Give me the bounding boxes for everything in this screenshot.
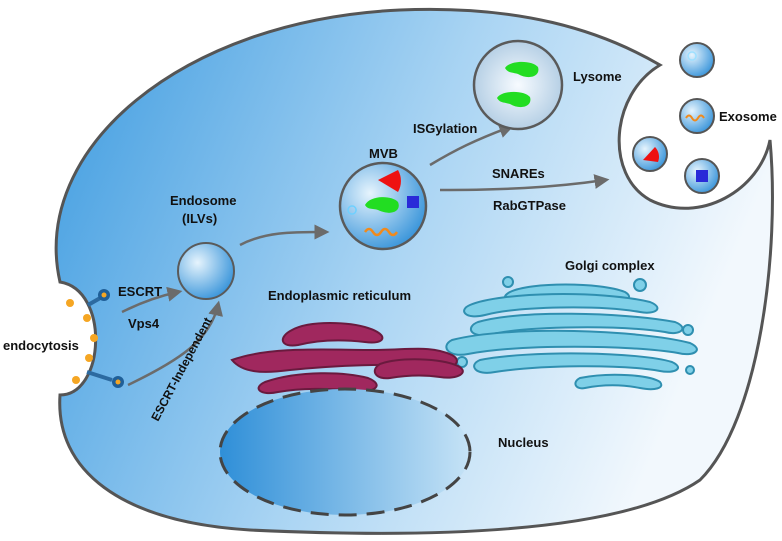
label-endocytosis: endocytosis bbox=[3, 338, 79, 353]
endosome-vesicle bbox=[177, 242, 235, 300]
protein-cargo-icon bbox=[696, 170, 708, 182]
lysome-body bbox=[472, 39, 564, 131]
label-golgi-complex: Golgi complex bbox=[565, 258, 655, 273]
label-endosome: Endosome bbox=[170, 193, 236, 208]
label-vps4: Vps4 bbox=[128, 316, 160, 331]
label-exosome: Exosome bbox=[719, 109, 777, 124]
label-isgylation: ISGylation bbox=[413, 121, 477, 136]
label-mvb: MVB bbox=[369, 146, 398, 161]
label-endoplasmic-reticulum: Endoplasmic reticulum bbox=[268, 288, 411, 303]
label-endosome-ilvs: (ILVs) bbox=[182, 211, 217, 226]
label-nucleus: Nucleus bbox=[498, 435, 549, 450]
mvb-to-exosome-arrow bbox=[439, 174, 610, 192]
label-lysome: Lysome bbox=[573, 69, 622, 84]
label-snares: SNAREs bbox=[492, 166, 545, 181]
label-escrt: ESCRT bbox=[118, 284, 162, 299]
cell-membrane bbox=[54, 7, 774, 535]
escrt-arrow bbox=[121, 286, 183, 314]
mvb-to-lysome-arrow bbox=[429, 123, 515, 167]
protein-cargo-icon bbox=[378, 170, 401, 192]
protein-cargo-icon bbox=[643, 147, 660, 162]
rna-cargo-icon bbox=[685, 114, 705, 122]
escrt-independent-arrow bbox=[127, 300, 223, 387]
nucleus bbox=[218, 387, 472, 517]
label-rabgtpase: RabGTPase bbox=[493, 198, 566, 213]
protein-cargo-icon bbox=[407, 196, 419, 208]
golgi-complex bbox=[445, 276, 698, 391]
rna-cargo-icon bbox=[363, 227, 399, 237]
endocytosis-vesicles bbox=[66, 289, 124, 388]
protein-cargo-icon bbox=[365, 197, 399, 213]
exosomes bbox=[632, 42, 720, 194]
endosome-to-mvb-arrow bbox=[239, 224, 330, 247]
mvb-body bbox=[338, 161, 428, 251]
